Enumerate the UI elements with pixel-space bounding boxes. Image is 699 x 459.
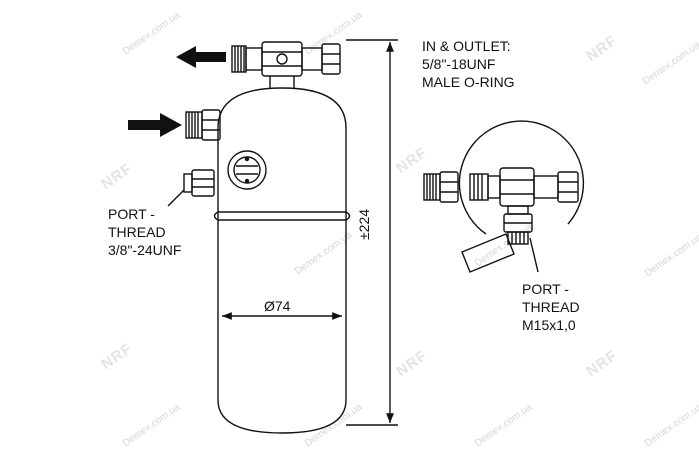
- tv-left-nut: [439, 171, 459, 203]
- tv-mid-thread: [469, 173, 489, 201]
- drier-body: [217, 87, 347, 434]
- body-band-right: [345, 211, 351, 221]
- side-port-nut: [191, 169, 215, 197]
- sight-glass-dot-1: [244, 156, 250, 162]
- height-label: ±224: [356, 208, 372, 240]
- port-left-label-line2: THREAD: [108, 224, 166, 240]
- port-right-label-line1: PORT -: [522, 281, 569, 297]
- top-left-fitting: [245, 47, 263, 71]
- tv-port-leader: [529, 237, 539, 273]
- diameter-label: Ø74: [264, 298, 291, 314]
- tv-bracket: [461, 233, 515, 273]
- in-outlet-label-line3: MALE O-RING: [422, 74, 515, 90]
- sight-glass-outer: [227, 150, 267, 190]
- in-outlet-label-line1: IN & OUTLET:: [422, 38, 511, 54]
- port-left-label-line1: PORT -: [108, 206, 155, 222]
- top-view-circle: [458, 120, 585, 235]
- outlet-arrow-icon: [176, 46, 226, 68]
- sight-glass-dot-2: [244, 178, 250, 184]
- top-right-fitting: [301, 47, 323, 71]
- port-right-label-line3: M15x1,0: [522, 317, 576, 333]
- tv-right-cap: [557, 171, 579, 203]
- top-hex-center: [276, 53, 288, 65]
- tv-right-fitting: [533, 175, 559, 199]
- port-left-label-line3: 3/8"-24UNF: [108, 242, 182, 258]
- in-outlet-label-line2: 5/8"-18UNF: [422, 56, 496, 72]
- tv-port-neck: [507, 205, 529, 215]
- tv-port-thread: [507, 231, 529, 245]
- body-band-left: [213, 211, 219, 221]
- inlet-arrow-icon: [128, 113, 182, 137]
- tv-center-hex: [499, 167, 535, 207]
- top-hex-nut: [261, 41, 303, 77]
- side-port-thread: [183, 173, 193, 193]
- top-right-cap: [321, 43, 341, 75]
- top-left-thread: [231, 45, 247, 73]
- port-right-label-line2: THREAD: [522, 299, 580, 315]
- side-port-leader: [167, 189, 185, 207]
- inlet-nut: [201, 109, 221, 141]
- tv-mid-fitting: [487, 175, 501, 199]
